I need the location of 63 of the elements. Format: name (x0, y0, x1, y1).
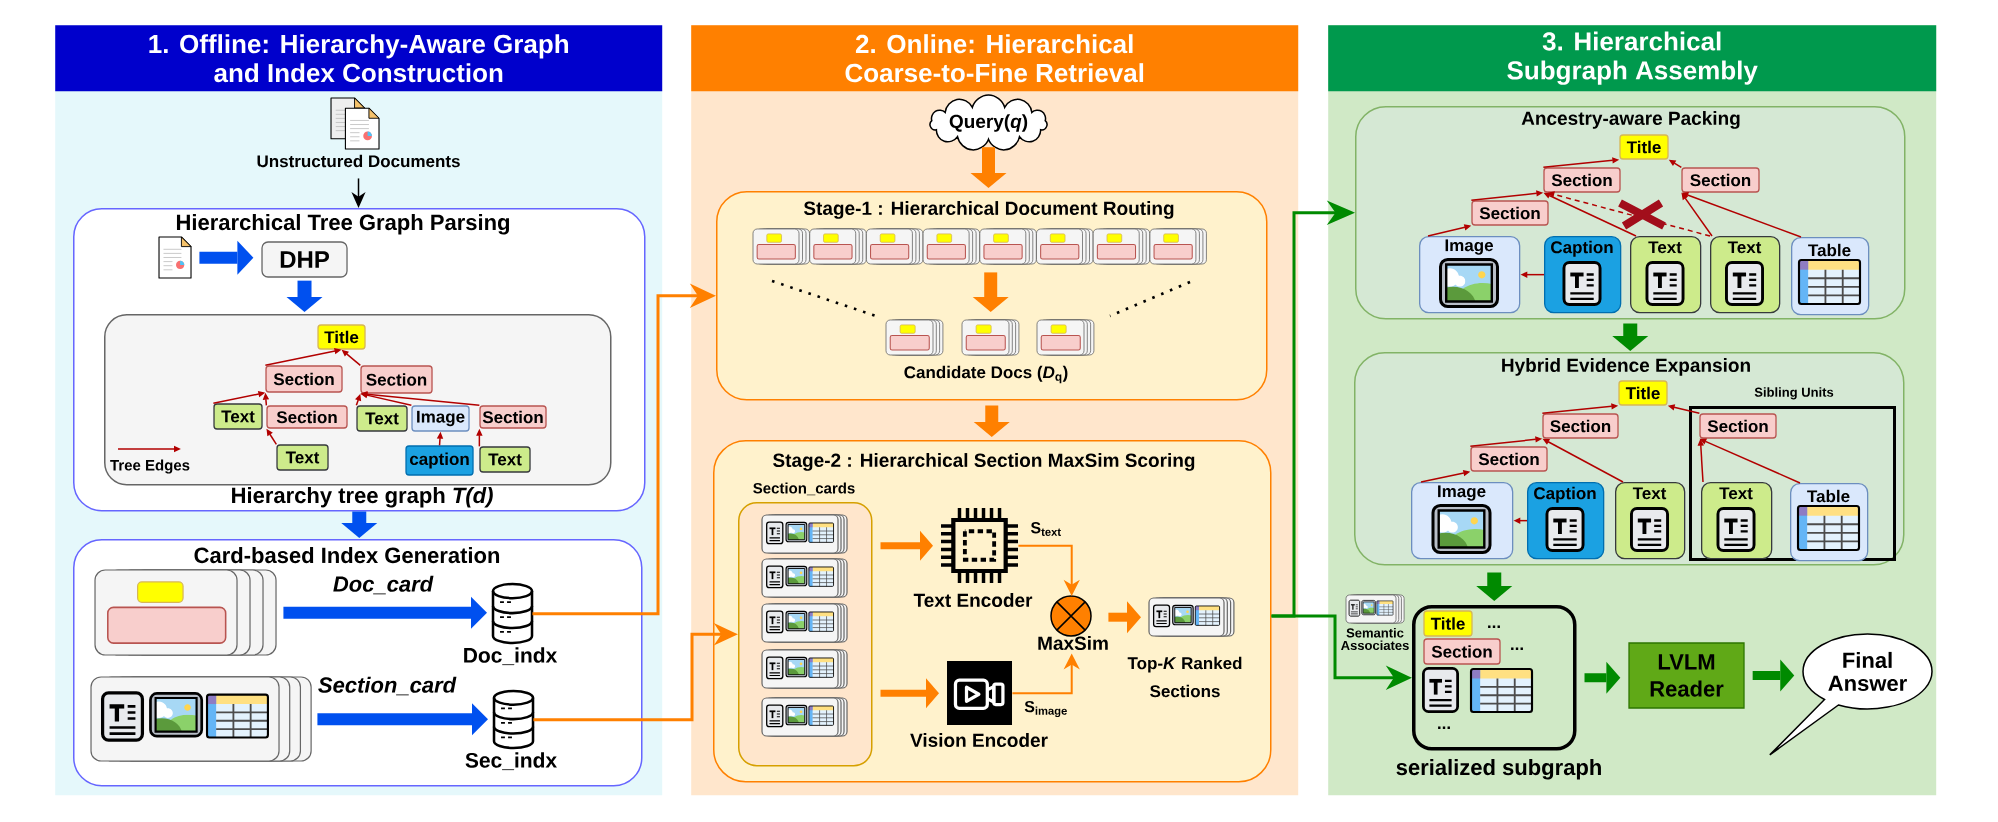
ellipsis: ... (1511, 647, 1523, 650)
image-box: Image (411, 405, 470, 432)
section-box: Section (1699, 413, 1777, 439)
node-label: Doc_indx (464, 647, 558, 666)
ellipsis: ... (1438, 726, 1450, 729)
block-arrow (1108, 601, 1141, 634)
block-arrow (317, 703, 488, 736)
block-arrow (880, 530, 933, 561)
speech-bubble: Final Answer (1769, 633, 1933, 756)
title-box: Title (1423, 610, 1473, 637)
text-box: Text (276, 444, 329, 471)
text-box: Text (213, 403, 263, 430)
edge-label: Semantic Associates (1338, 626, 1412, 651)
node-label: Text Encoder (913, 593, 1033, 608)
title-box: Title (1619, 134, 1669, 160)
block-arrow (972, 272, 1009, 312)
card-stack-row (752, 228, 1207, 265)
panel-header: 1. Offline: Hierarchy-Aware Graph and Index Construction (55, 25, 663, 92)
section-box: Section (266, 405, 348, 429)
section-box: Section (1542, 413, 1619, 439)
block-arrow (283, 596, 487, 629)
block-arrow (1612, 323, 1649, 351)
node-label: Sibling Units (1754, 387, 1834, 400)
block-arrow (286, 280, 323, 312)
model-box: LVLM Reader (1628, 642, 1745, 709)
document-icon (158, 236, 192, 279)
section-box: Section (1681, 167, 1760, 193)
document-label: Unstructured Documents (257, 154, 460, 168)
panel-header: 2. Online: Hierarchical Coarse-to-Fine Retrieval (691, 25, 1299, 92)
ellipsis: ... (1488, 625, 1500, 628)
section-box: Section (479, 405, 547, 429)
card-stack (90, 676, 312, 762)
block-arrow (970, 147, 1007, 188)
block-arrow (199, 240, 254, 275)
section-box: Section (1470, 446, 1548, 472)
text-box: Text (356, 405, 408, 432)
block-arrow (1476, 572, 1513, 601)
node-label: Sec_indx (465, 752, 557, 771)
section-box: Section (360, 365, 433, 394)
title-box: Title (317, 324, 366, 350)
node-label: Vision Encoder (910, 733, 1048, 747)
block-arrow (1584, 661, 1621, 694)
block-arrow (1752, 659, 1795, 692)
node-label: Top-K Ranked Sections (1127, 656, 1242, 698)
card-stack (94, 569, 277, 656)
section-box: Section (1423, 638, 1501, 665)
block-arrow (880, 678, 939, 709)
legend-label: Tree Edges (110, 459, 190, 474)
title-box: Title (1618, 380, 1668, 406)
text-box: Text (479, 446, 531, 473)
node-label: MaxSim (1038, 636, 1108, 650)
panel-header: 3. Hierarchical Subgraph Assembly (1328, 25, 1937, 92)
query-cloud: Query(q) (929, 94, 1048, 151)
caption-box: caption (405, 445, 474, 476)
node-label: Hierarchy tree graph T(d) (232, 486, 493, 508)
section-box: Section (265, 365, 343, 393)
edge-label: S$_{text}$ (1029, 521, 1063, 537)
section-box: Section (1471, 200, 1549, 226)
block-arrow (973, 405, 1010, 437)
node-label: Candidate Docs (D$_{q}$) (904, 365, 1068, 384)
block-arrow (341, 511, 378, 538)
process-box: DHP (261, 241, 348, 278)
section-box: Section (1543, 167, 1621, 193)
